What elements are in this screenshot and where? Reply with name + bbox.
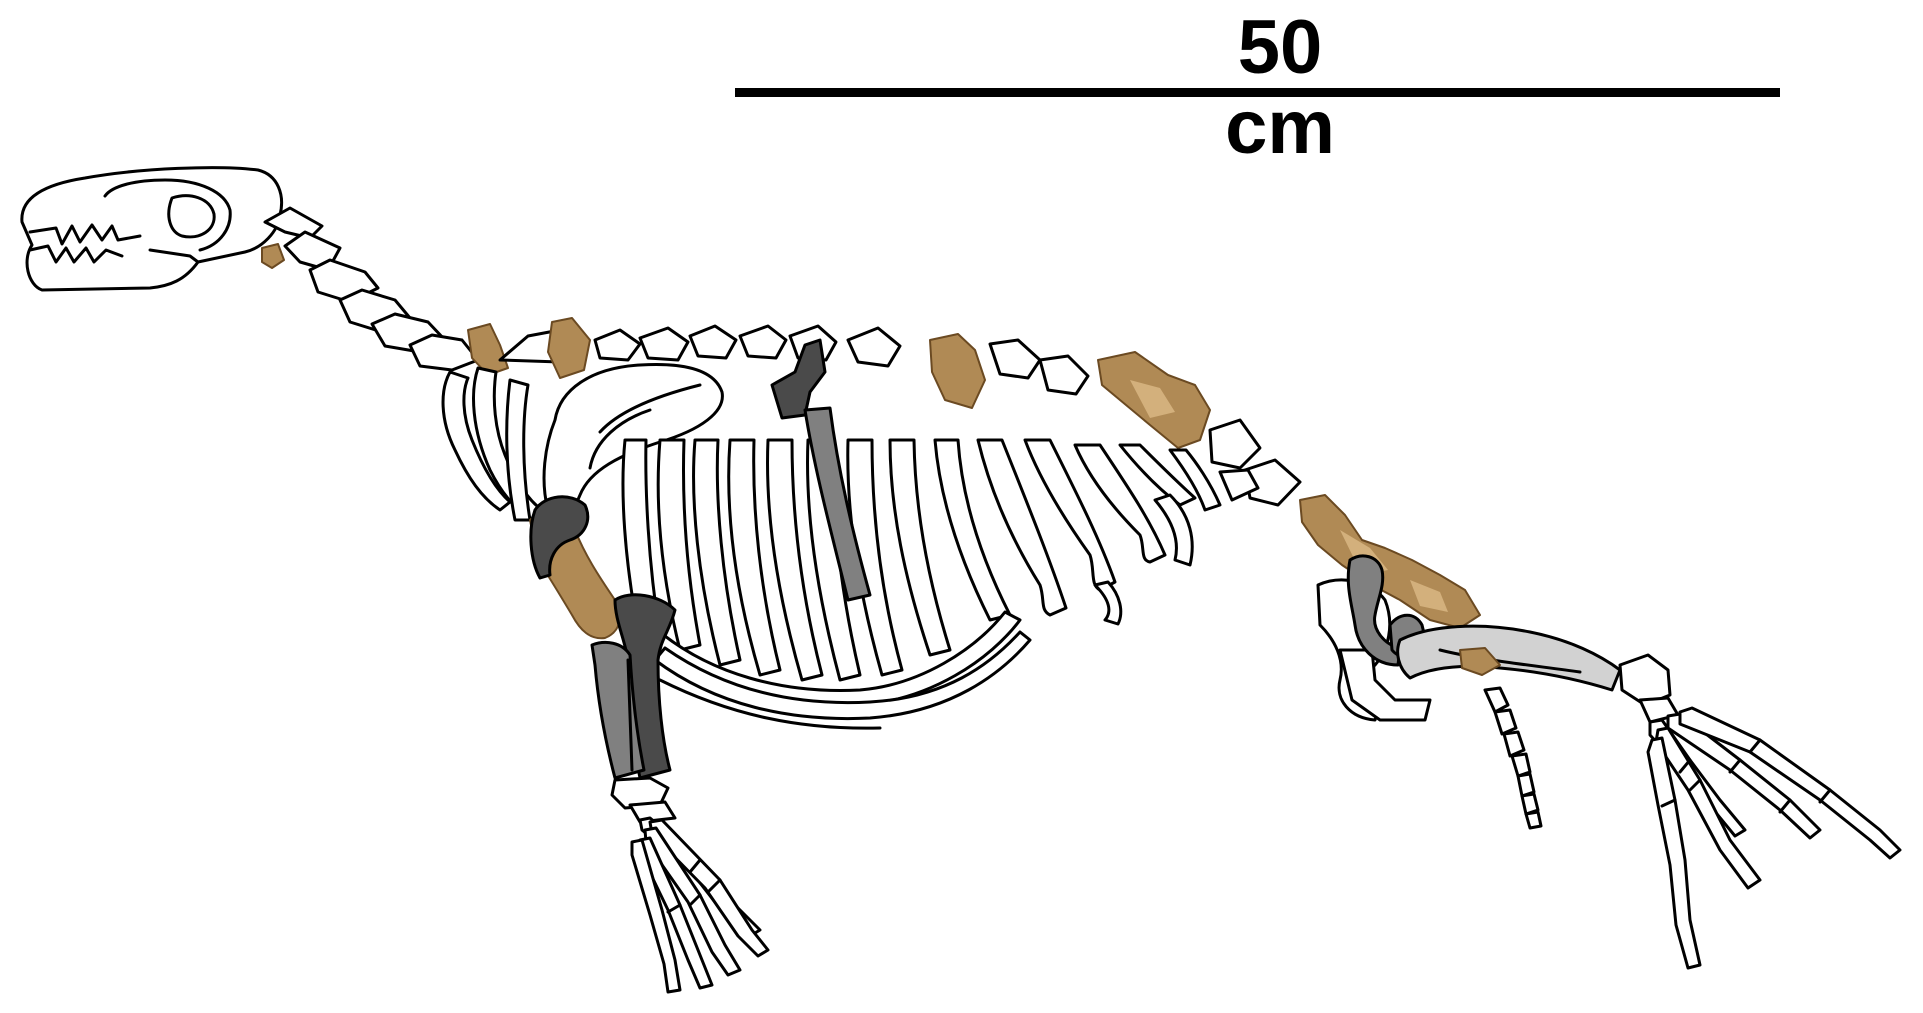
scale-bar-line <box>735 88 1780 97</box>
skull <box>22 168 284 290</box>
hindlimb <box>1318 556 1900 968</box>
cervical-vertebrae <box>265 208 508 375</box>
